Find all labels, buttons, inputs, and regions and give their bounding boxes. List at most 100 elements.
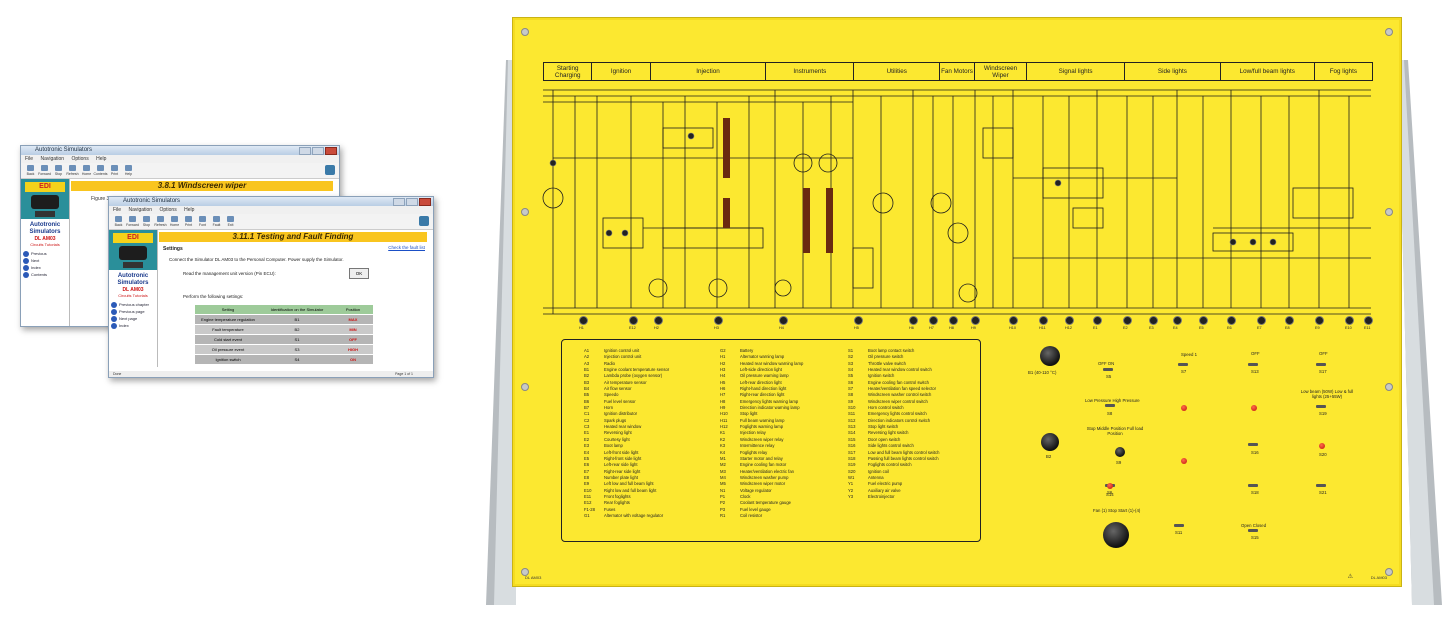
test-jack[interactable] — [1123, 316, 1132, 325]
instruction-2: Read the management unit version (Pin EC… — [183, 271, 276, 276]
ok-button[interactable]: OK — [349, 268, 369, 279]
screw-icon — [521, 28, 529, 36]
refresh-button[interactable]: Refresh — [66, 164, 79, 177]
software-window-front[interactable]: Autotronic Simulators File Navigation Op… — [108, 196, 434, 378]
s15-door-switch[interactable] — [1248, 529, 1258, 532]
legend-text: Coolant temperature gauge — [740, 500, 791, 506]
sidebar-item[interactable]: Next — [23, 257, 67, 264]
sidebar-item[interactable]: Next page — [111, 315, 155, 322]
s21-switch[interactable] — [1316, 484, 1326, 487]
menu-help[interactable]: Help — [184, 207, 195, 213]
minimize-button[interactable] — [393, 198, 405, 206]
legend-text: Fuel level sensor — [604, 398, 636, 404]
test-jack[interactable] — [1315, 316, 1324, 325]
font-button[interactable]: Font — [197, 215, 208, 228]
legend-code: S19 — [848, 462, 856, 468]
close-button[interactable] — [325, 147, 337, 155]
s19-switch[interactable] — [1316, 405, 1326, 408]
b1-temperature-knob[interactable] — [1040, 346, 1060, 366]
test-jack[interactable] — [909, 316, 918, 325]
close-button[interactable] — [419, 198, 431, 206]
stop-button[interactable]: Stop — [53, 164, 64, 177]
minimize-button[interactable] — [299, 147, 311, 155]
maximize-button[interactable] — [406, 198, 418, 206]
s11-switch[interactable] — [1174, 524, 1184, 527]
window-icon[interactable] — [419, 216, 429, 226]
s18-switch[interactable] — [1248, 484, 1258, 487]
forward-button[interactable]: Forward — [126, 215, 139, 228]
s17-switch[interactable] — [1316, 363, 1326, 366]
test-jack[interactable] — [1199, 316, 1208, 325]
test-jack[interactable] — [779, 316, 788, 325]
test-jack[interactable] — [654, 316, 663, 325]
legend-text: Fuel electric pump — [868, 481, 903, 487]
stop-button[interactable]: Stop — [141, 215, 152, 228]
legend-text: Radio — [604, 360, 615, 366]
contents-button[interactable]: Contents — [94, 164, 108, 177]
sidebar-item[interactable]: Index — [111, 322, 155, 329]
s8-switch[interactable] — [1105, 404, 1115, 407]
exit-button[interactable]: Exit — [225, 215, 236, 228]
home-button[interactable]: Home — [81, 164, 92, 177]
test-jack[interactable] — [1257, 316, 1266, 325]
menu-file[interactable]: File — [25, 156, 34, 162]
test-jack[interactable] — [629, 316, 638, 325]
sidebar-item[interactable]: Previous — [23, 250, 67, 257]
s7-speed-switch[interactable] — [1178, 363, 1188, 366]
test-jack[interactable] — [1345, 316, 1354, 325]
fault-list-link[interactable]: Check the fault list — [388, 245, 425, 250]
test-jack[interactable] — [1173, 316, 1182, 325]
s13-switch[interactable] — [1248, 363, 1258, 366]
maximize-button[interactable] — [312, 147, 324, 155]
window-controls — [298, 147, 337, 155]
test-jack[interactable] — [854, 316, 863, 325]
legend-text: Engine coolant temperature sensor — [604, 367, 670, 373]
refresh-button[interactable]: Refresh — [154, 215, 167, 228]
test-jack[interactable] — [971, 316, 980, 325]
back-button[interactable]: Back — [25, 164, 36, 177]
menu-navigation[interactable]: Navigation — [40, 156, 65, 162]
test-jack[interactable] — [1227, 316, 1236, 325]
test-jack[interactable] — [714, 316, 723, 325]
window-icon[interactable] — [325, 165, 335, 175]
warning-icon: ⚠ — [1347, 574, 1353, 580]
fault-button[interactable]: Fault — [211, 215, 222, 228]
menu-options[interactable]: Options — [71, 156, 89, 162]
help-button[interactable]: Help — [123, 164, 134, 177]
menu-file[interactable]: File — [113, 207, 122, 213]
s16-switch[interactable] — [1248, 443, 1258, 446]
test-jack[interactable] — [1093, 316, 1102, 325]
print-button[interactable]: Print — [109, 164, 120, 177]
forward-button[interactable]: Forward — [38, 164, 51, 177]
test-jack[interactable] — [1065, 316, 1074, 325]
home-button[interactable]: Home — [169, 215, 180, 228]
s5-ignition-switch[interactable] — [1103, 368, 1113, 371]
sidebar-item[interactable]: Previous chapter — [111, 301, 155, 308]
back-button[interactable]: Back — [113, 215, 124, 228]
test-jack[interactable] — [929, 316, 938, 325]
print-button[interactable]: Print — [183, 215, 194, 228]
sidebar-item[interactable]: Contents — [23, 271, 67, 278]
menu-navigation[interactable]: Navigation — [128, 207, 153, 213]
menu-help[interactable]: Help — [96, 156, 107, 162]
test-jack[interactable] — [1285, 316, 1294, 325]
test-jack[interactable] — [1149, 316, 1158, 325]
b2-knob[interactable] — [1041, 433, 1059, 451]
menu-options[interactable]: Options — [159, 207, 177, 213]
test-jack[interactable] — [579, 316, 588, 325]
window-titlebar[interactable]: Autotronic Simulators — [21, 146, 339, 155]
s9-selector[interactable] — [1115, 447, 1125, 457]
sidebar-item[interactable]: Previous page — [111, 308, 155, 315]
product-code: DL AM03 — [122, 287, 144, 293]
test-jack[interactable] — [1039, 316, 1048, 325]
test-jack[interactable] — [949, 316, 958, 325]
test-jack[interactable] — [1009, 316, 1018, 325]
legend-code: B5 — [584, 392, 590, 398]
window-titlebar[interactable]: Autotronic Simulators — [109, 197, 433, 206]
test-jack[interactable] — [1364, 316, 1373, 325]
sidebar-item[interactable]: Index — [23, 264, 67, 271]
fan-speed-selector[interactable] — [1103, 522, 1129, 548]
